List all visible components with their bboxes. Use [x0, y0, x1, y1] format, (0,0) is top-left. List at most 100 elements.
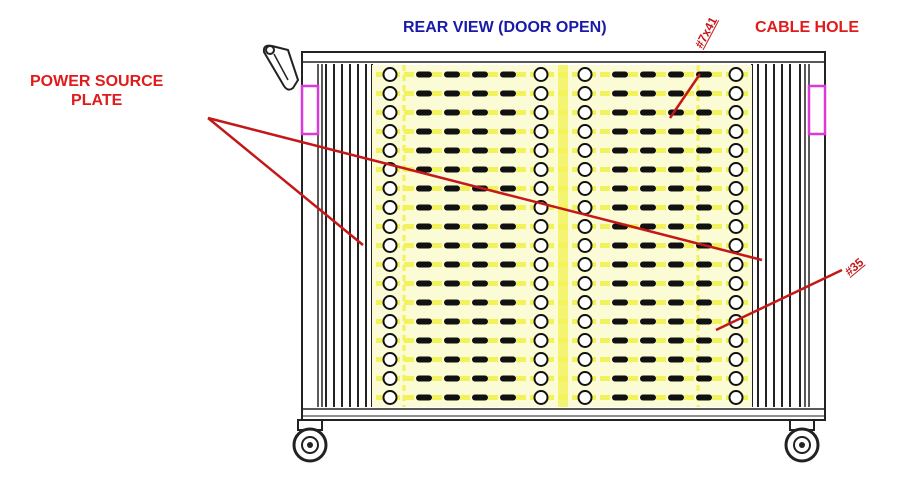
charging-slot [640, 128, 656, 135]
charging-slot [668, 223, 684, 230]
charging-slot [612, 394, 628, 401]
charging-slot [444, 185, 460, 192]
charging-slot [444, 318, 460, 325]
slot-circle [577, 219, 593, 234]
charging-slot [416, 394, 432, 401]
charging-slot [668, 204, 684, 211]
charging-slot [416, 375, 432, 382]
slot-circle [533, 162, 549, 177]
charging-slot [640, 280, 656, 287]
caster-axle [799, 442, 805, 448]
slot-circle [533, 238, 549, 253]
charging-slot [444, 204, 460, 211]
charging-slot [612, 375, 628, 382]
charging-slot [500, 280, 516, 287]
charging-slot [472, 261, 488, 268]
slot-circle [577, 295, 593, 310]
charging-slot [444, 299, 460, 306]
caster-axle [307, 442, 313, 448]
slot-circle [577, 86, 593, 101]
charging-slot [500, 147, 516, 154]
charging-slot [696, 204, 712, 211]
caster-wheel-icon [292, 419, 328, 463]
grid-center-strip [558, 65, 568, 407]
slot-circle [728, 86, 744, 101]
charging-slot [696, 147, 712, 154]
charging-slot [696, 375, 712, 382]
charging-slot [444, 280, 460, 287]
charging-slot [472, 166, 488, 173]
charging-slot [500, 375, 516, 382]
charging-slot [696, 280, 712, 287]
charging-slot [612, 71, 628, 78]
slot-circle [533, 219, 549, 234]
charging-slot [640, 90, 656, 97]
charging-slot [416, 280, 432, 287]
slot-circle [577, 314, 593, 329]
charging-slot [640, 356, 656, 363]
charging-slot [668, 185, 684, 192]
charging-slot [472, 147, 488, 154]
charging-slot [500, 223, 516, 230]
slot-circle [382, 105, 398, 120]
charging-slot [472, 204, 488, 211]
slot-circle [728, 143, 744, 158]
charging-slot [668, 261, 684, 268]
slot-circle [533, 333, 549, 348]
slot-circle [382, 219, 398, 234]
charging-slot [612, 242, 628, 249]
callout-leaders [207, 73, 843, 332]
charging-slot [696, 166, 712, 173]
charging-slot [416, 128, 432, 135]
charging-slot [668, 242, 684, 249]
charging-slot [472, 128, 488, 135]
charging-slot [696, 128, 712, 135]
charging-slot [612, 166, 628, 173]
charging-slot-grid [372, 65, 752, 407]
slot-circle [728, 67, 744, 82]
charging-slot [640, 261, 656, 268]
charging-slot [472, 375, 488, 382]
slot-circle [728, 162, 744, 177]
charging-slot [472, 223, 488, 230]
slot-circle [577, 200, 593, 215]
slot-circle [577, 124, 593, 139]
charging-slot [640, 71, 656, 78]
charging-slot [640, 394, 656, 401]
slot-circle [728, 219, 744, 234]
slot-circle [382, 390, 398, 405]
slot-circle [382, 295, 398, 310]
cable-hole-label: CABLE HOLE [755, 19, 859, 36]
slot-circle [728, 124, 744, 139]
charging-slot [696, 109, 712, 116]
charging-slot [472, 394, 488, 401]
slot-circle [728, 257, 744, 272]
slot-circle [382, 181, 398, 196]
charging-slot [416, 71, 432, 78]
charging-slot [500, 394, 516, 401]
charging-slot [472, 318, 488, 325]
charging-slot [696, 394, 712, 401]
slot-circle [533, 181, 549, 196]
slot-circle [533, 314, 549, 329]
charging-slot [500, 90, 516, 97]
charging-slot [640, 109, 656, 116]
leader-power-plate-right [207, 116, 763, 262]
slot-circle [533, 390, 549, 405]
charging-slot [500, 242, 516, 249]
slot-circle [728, 371, 744, 386]
handle-edge [273, 53, 289, 81]
charging-slot [640, 337, 656, 344]
charging-slot [500, 185, 516, 192]
cable-hole-right [807, 84, 827, 136]
slot-circle [728, 181, 744, 196]
leader-power-plate-left [207, 117, 364, 246]
charging-slot [612, 128, 628, 135]
power-source-plate-label-line2: PLATE [71, 92, 123, 109]
charging-slot [500, 261, 516, 268]
diagram-title: REAR VIEW (DOOR OPEN) [403, 19, 607, 36]
cart-frame [262, 44, 827, 463]
charging-slot [444, 337, 460, 344]
slot-circle [382, 314, 398, 329]
charging-slot [612, 280, 628, 287]
